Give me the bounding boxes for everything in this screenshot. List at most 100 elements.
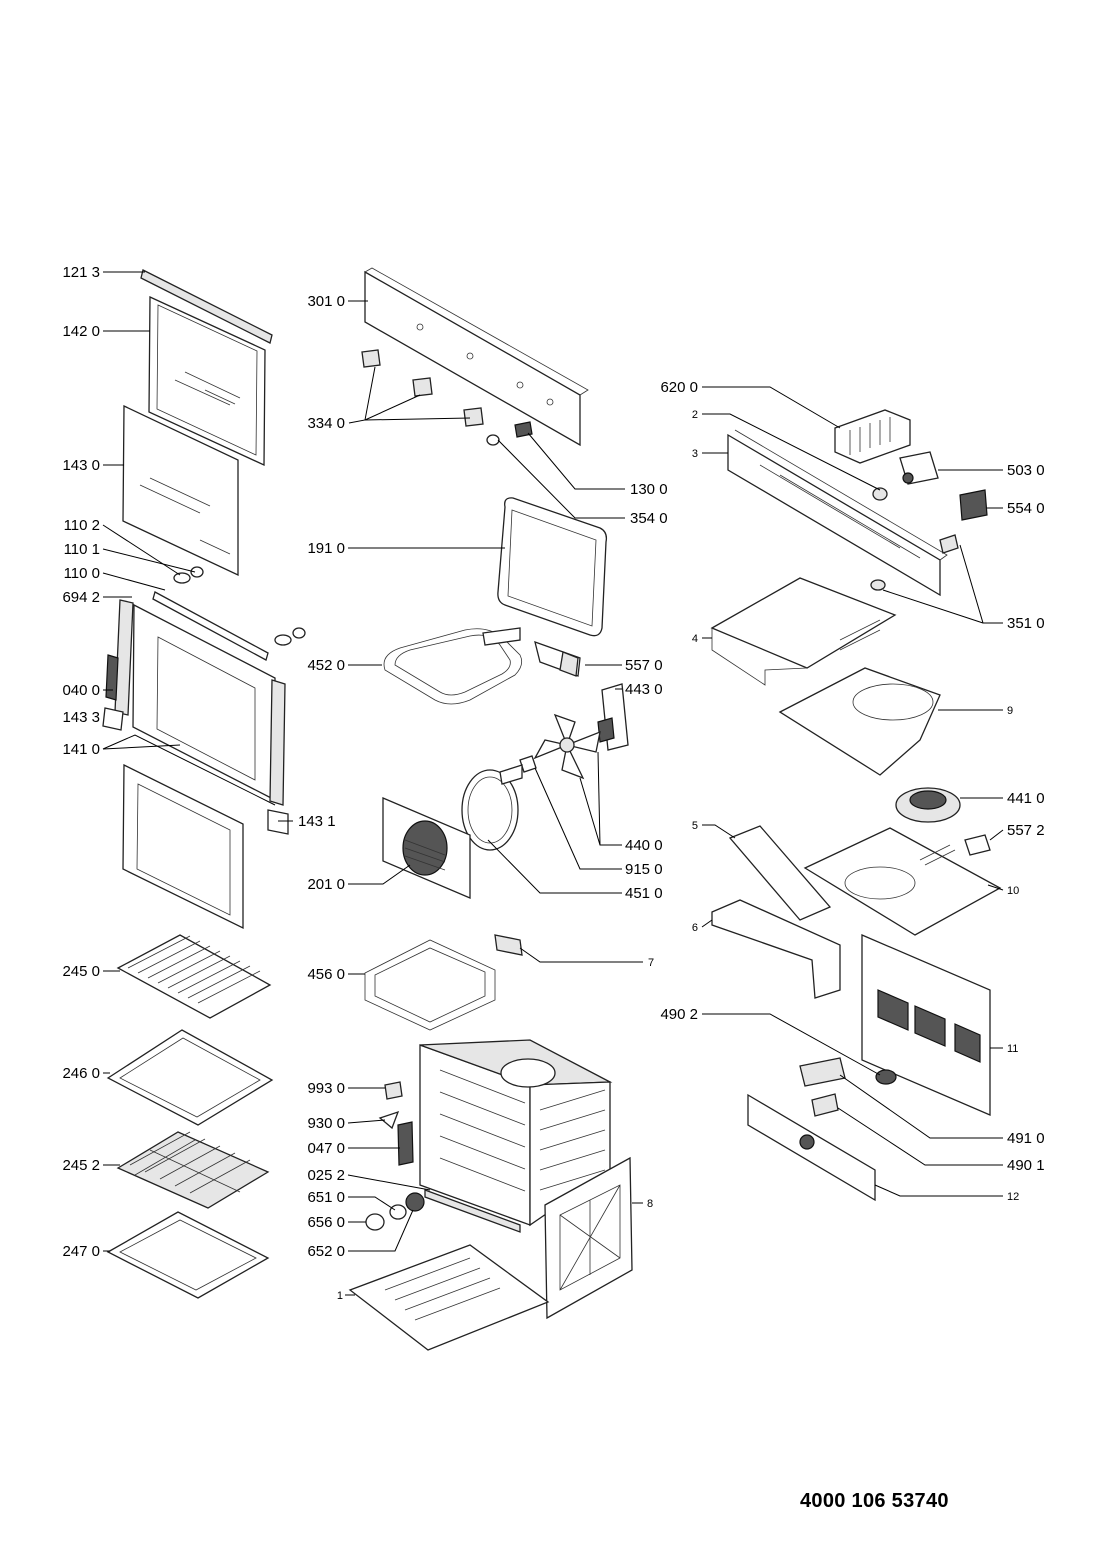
bracket-557-2 (964, 834, 991, 856)
label-110-2: 110 2 (64, 517, 100, 534)
label-191-0: 191 0 (307, 540, 345, 557)
lamp-351 (870, 534, 959, 591)
baking-tray-246 (106, 1029, 274, 1126)
callout-labels: 121 3 142 0 143 0 110 2 110 1 110 0 694 … (62, 264, 1044, 1302)
label-4: 4 (692, 633, 698, 645)
label-121-3: 121 3 (62, 264, 100, 281)
fan-motor-443 (597, 683, 629, 751)
label-694-2: 694 2 (62, 589, 100, 606)
terminal-554 (959, 489, 988, 521)
label-6: 6 (692, 922, 698, 934)
label-246-0: 246 0 (62, 1065, 100, 1082)
door-hinge-left (102, 599, 134, 731)
label-201-0: 201 0 (307, 876, 345, 893)
label-3: 3 (692, 448, 698, 460)
label-110-0: 110 0 (64, 565, 100, 582)
label-1: 1 (337, 1290, 343, 1302)
label-441-0: 441 0 (1007, 790, 1045, 807)
small-part-354 (486, 434, 500, 446)
label-490-2: 490 2 (660, 1006, 698, 1023)
door-top-trim (140, 269, 273, 344)
leader-lines (102, 271, 1004, 1296)
label-141-0: 141 0 (62, 741, 100, 758)
spacer-915 (519, 755, 537, 773)
label-247-0: 247 0 (62, 1243, 100, 1260)
label-047-0: 047 0 (307, 1140, 345, 1157)
label-143-0: 143 0 (62, 457, 100, 474)
document-number: 4000 106 53740 (800, 1490, 949, 1512)
fan-cover-201 (382, 797, 471, 899)
label-040-0: 040 0 (62, 682, 100, 699)
label-620-0: 620 0 (660, 379, 698, 396)
selector-switch-620 (834, 409, 911, 464)
top-shield-9 (778, 667, 941, 776)
control-knobs-334 (361, 349, 484, 427)
circular-element-451 (461, 764, 523, 851)
label-451-0: 451 0 (625, 885, 663, 902)
inner-door-glass (122, 404, 239, 577)
label-491-0: 491 0 (1007, 1130, 1045, 1147)
top-cover-4 (710, 577, 897, 686)
label-110-1: 110 1 (64, 541, 100, 558)
label-143-1: 143 1 (298, 813, 336, 830)
bottom-panel-1 (348, 1244, 550, 1351)
label-557-2: 557 2 (1007, 822, 1045, 839)
glass-spacers (173, 566, 306, 646)
label-2: 2 (692, 409, 698, 421)
door-seal-191 (497, 497, 608, 637)
label-651-0: 651 0 (307, 1189, 345, 1206)
outer-door-glass (148, 295, 266, 467)
fan-blade-440 (533, 713, 601, 780)
label-334-0: 334 0 (307, 415, 345, 432)
door-hinge-right (267, 679, 289, 835)
door-hinge-rod (152, 591, 269, 661)
label-656-0: 656 0 (307, 1214, 345, 1231)
small-part-993 (384, 1081, 403, 1100)
label-930-0: 930 0 (307, 1115, 345, 1132)
back-wall-11 (861, 934, 991, 1116)
label-440-0: 440 0 (625, 837, 663, 854)
label-245-2: 245 2 (62, 1157, 100, 1174)
label-351-0: 351 0 (1007, 615, 1045, 632)
label-9: 9 (1007, 705, 1013, 717)
timer-503 (899, 451, 939, 485)
label-11: 11 (1007, 1043, 1018, 1055)
oven-rack-245 (116, 934, 272, 1019)
label-8: 8 (647, 1198, 653, 1210)
bracket-7 (494, 934, 523, 956)
label-245-0: 245 0 (62, 963, 100, 980)
small-part-490-2 (875, 1069, 897, 1085)
rail-5 (728, 825, 832, 921)
label-130-0: 130 0 (630, 481, 668, 498)
label-12: 12 (1007, 1191, 1019, 1203)
label-915-0: 915 0 (625, 861, 663, 878)
outer-door-panel (122, 763, 244, 930)
label-354-0: 354 0 (630, 510, 668, 527)
thermostat-557 (534, 640, 581, 677)
bracket-6 (711, 899, 841, 999)
console-frame-3 (727, 429, 948, 597)
oven-cavity (419, 1039, 613, 1227)
door-lock-047 (397, 1121, 414, 1166)
label-652-0: 652 0 (307, 1243, 345, 1260)
label-5: 5 (692, 820, 698, 832)
grill-element-452 (383, 627, 523, 705)
small-part-930 (378, 1110, 400, 1130)
component-491 (799, 1057, 846, 1087)
control-panel-301 (364, 267, 589, 447)
bottom-trim-025 (424, 1189, 521, 1233)
label-143-3: 143 3 (62, 709, 100, 726)
back-panel-8 (544, 1156, 633, 1320)
label-7: 7 (648, 957, 654, 969)
label-301-0: 301 0 (307, 293, 345, 310)
label-452-0: 452 0 (307, 657, 345, 674)
control-panel-12 (747, 1093, 876, 1202)
label-503-0: 503 0 (1007, 462, 1045, 479)
wire-rack-456 (364, 939, 496, 1031)
knob-2 (872, 487, 888, 501)
label-443-0: 443 0 (625, 681, 663, 698)
rear-shield-10 (803, 827, 1002, 936)
grill-rack-2452 (116, 1131, 270, 1209)
cooling-fan-441 (895, 787, 961, 823)
